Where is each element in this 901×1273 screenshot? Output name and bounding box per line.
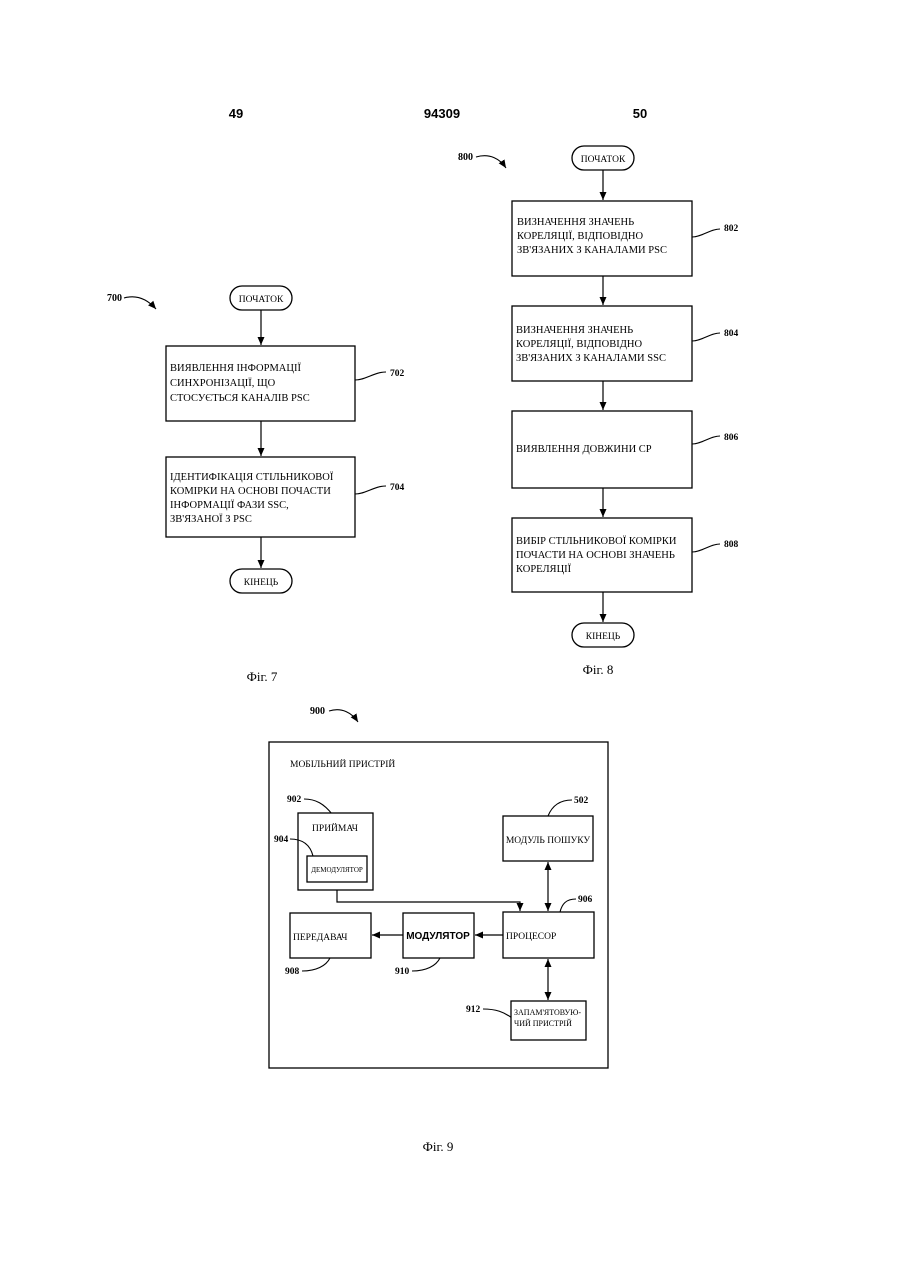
fig8-caption: Фіг. 8 — [583, 662, 614, 677]
transmitter-ref: 908 — [285, 967, 300, 977]
mobile-device-label: МОБІЛЬНИЙ ПРИСТРІЙ — [290, 758, 395, 770]
left-page-number: 49 — [229, 106, 243, 121]
receiver-ref: 902 — [287, 795, 302, 805]
fig8-ref-arrow — [476, 156, 506, 168]
fig8-step-806-leader — [692, 436, 720, 444]
fig8-step-806-ref: 806 — [724, 433, 739, 443]
fig7-step-704-ref: 704 — [390, 483, 405, 493]
demodulator-label: ДЕМОДУЛЯТОР — [311, 866, 363, 874]
figure-9-block-diagram: 900 МОБІЛЬНИЙ ПРИСТРІЙ 902 ПРИЙМАЧ 904 Д… — [269, 706, 608, 1154]
figure-7-flowchart: 700 ПОЧАТОК ВИЯВЛЕННЯ ІНФОРМАЦІЇ СИНХРОН… — [107, 286, 405, 684]
patent-number: 94309 — [424, 106, 460, 121]
search-module-label: МОДУЛЬ ПОШУКУ — [506, 836, 591, 846]
transmitter-label: ПЕРЕДАВАЧ — [293, 933, 347, 943]
demodulator-ref: 904 — [274, 835, 289, 845]
fig7-ref-label: 700 — [107, 293, 122, 304]
fig7-step-704-leader — [355, 486, 386, 494]
fig7-start-label: ПОЧАТОК — [239, 295, 284, 305]
processor-label: ПРОЦЕСОР — [506, 932, 556, 942]
processor-ref: 906 — [578, 895, 593, 905]
receiver-label: ПРИЙМАЧ — [312, 822, 358, 834]
fig7-caption: Фіг. 7 — [247, 669, 278, 684]
fig8-step-802-leader — [692, 229, 720, 237]
fig9-caption: Фіг. 9 — [423, 1139, 454, 1154]
fig8-step-802-ref: 802 — [724, 224, 739, 234]
fig8-start-label: ПОЧАТОК — [581, 155, 626, 165]
fig8-end-label: КІНЕЦЬ — [586, 632, 621, 642]
fig8-ref-label: 800 — [458, 152, 473, 163]
fig8-step-808-ref: 808 — [724, 540, 739, 550]
fig9-ref-label: 900 — [310, 706, 325, 717]
fig8-step-806-text: ВИЯВЛЕННЯ ДОВЖИНИ CP — [516, 444, 652, 455]
fig8-step-804-leader — [692, 333, 720, 341]
fig7-step-702-ref: 702 — [390, 369, 405, 379]
fig8-step-808-leader — [692, 544, 720, 552]
fig7-end-label: КІНЕЦЬ — [244, 578, 279, 588]
search-module-ref: 502 — [574, 796, 589, 806]
memory-ref: 912 — [466, 1005, 481, 1015]
fig9-ref-arrow — [329, 710, 358, 722]
figure-8-flowchart: 800 ПОЧАТОК ВИЗНАЧЕННЯ ЗНАЧЕНЬ КОРЕЛЯЦІЇ… — [458, 146, 739, 677]
modulator-ref: 910 — [395, 967, 410, 977]
fig8-step-804-ref: 804 — [724, 329, 739, 339]
right-page-number: 50 — [633, 106, 647, 121]
fig7-ref-arrow — [124, 297, 156, 309]
modulator-label: МОДУЛЯТОР — [406, 931, 470, 942]
fig7-step-704-box — [166, 457, 355, 537]
fig7-step-702-leader — [355, 372, 386, 380]
